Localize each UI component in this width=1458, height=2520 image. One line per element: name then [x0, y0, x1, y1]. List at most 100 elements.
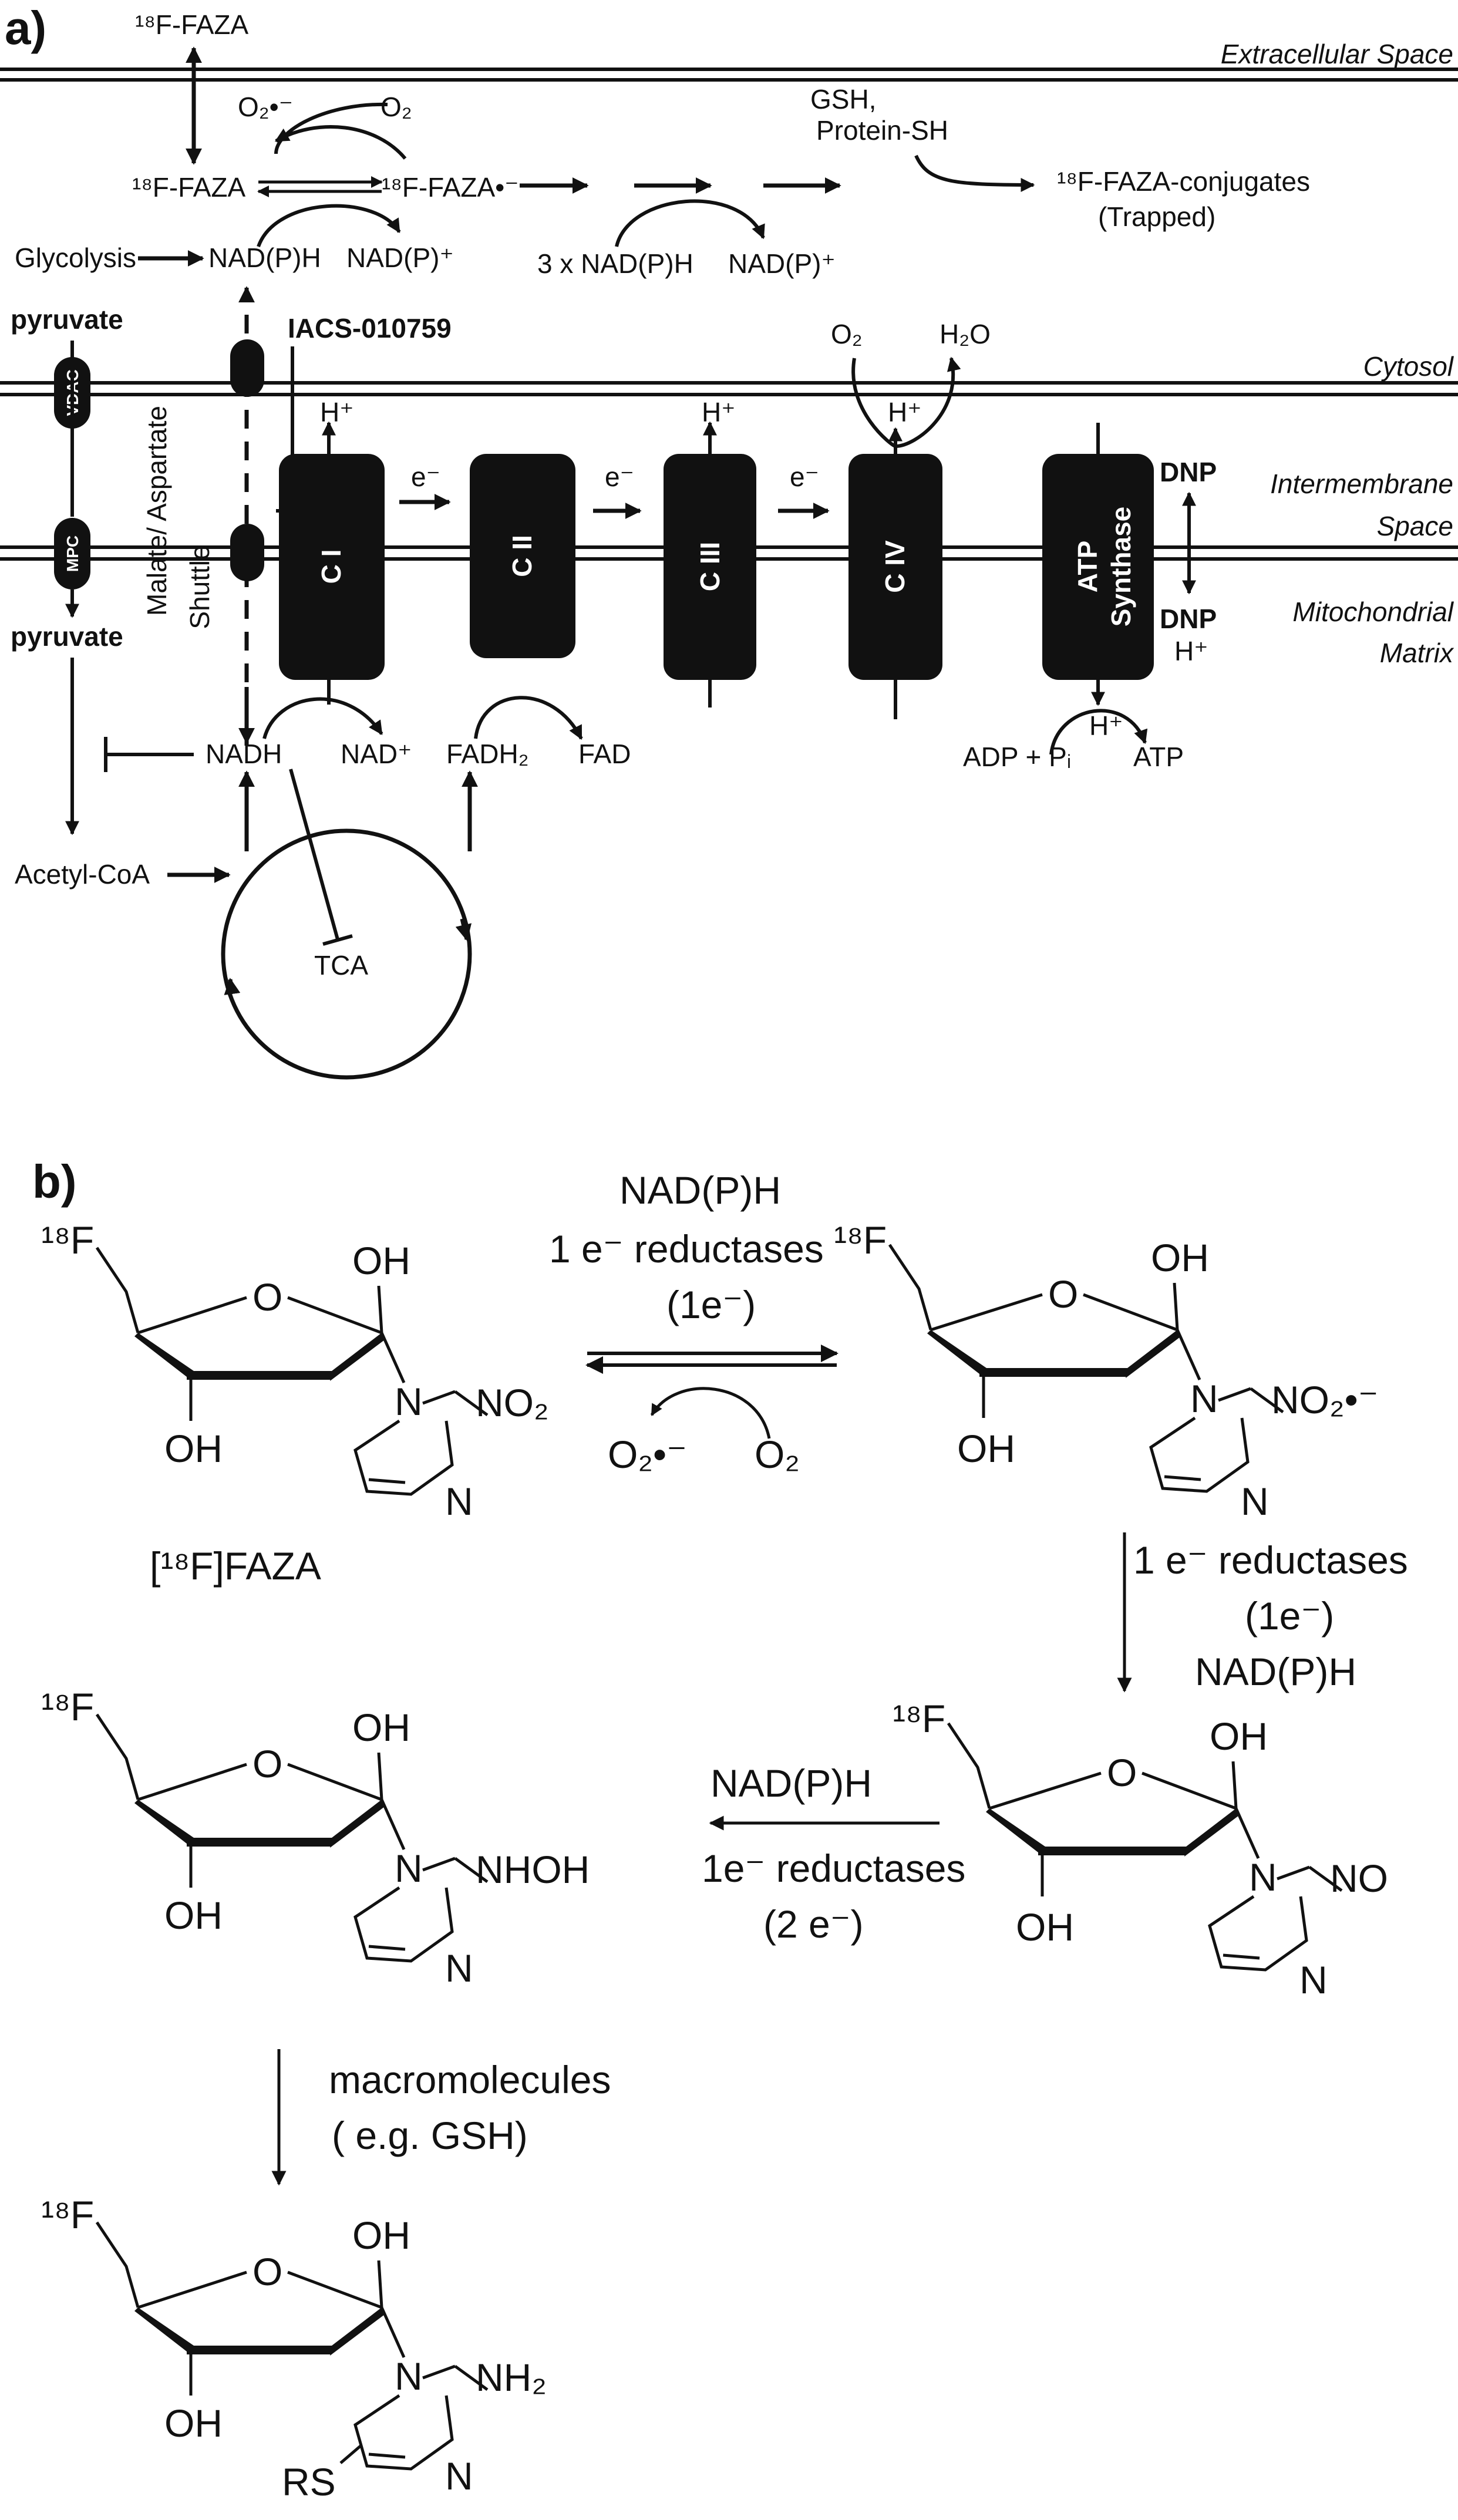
three-nadph-label: 3 x NAD(P)H — [537, 248, 693, 279]
dnp-top-label: DNP — [1160, 457, 1217, 487]
o2-label: O₂ — [831, 319, 863, 349]
atp-synthase-label-1: ATP — [1072, 541, 1103, 593]
nh2-label: NH₂ — [476, 2356, 547, 2399]
inhibitor-label: IACS-010759 — [288, 313, 452, 343]
step4-example: ( e.g. GSH) — [332, 2114, 528, 2157]
faza-molecule: ¹⁸F O OH OH N N NO₂ — [41, 1218, 549, 1523]
no-label: NO — [1330, 1857, 1388, 1900]
label-extracellular-space: Extracellular Space — [1221, 39, 1453, 69]
faza-cytosol: ¹⁸F-FAZA — [132, 172, 245, 203]
atp-synthase: ATP Synthase H⁺ ADP + Pᵢ ATP — [963, 423, 1184, 772]
tca-arrow-left — [224, 978, 241, 995]
oh-label-2: OH — [1016, 1905, 1074, 1949]
step1-superoxide: O₂•⁻ — [608, 1433, 687, 1476]
label-mitochondrial: Mitochondrial — [1292, 597, 1454, 627]
oxygen-label: O₂ — [381, 92, 412, 122]
no2-label: NO₂ — [476, 1381, 549, 1424]
protein-sh-label: Protein-SH — [816, 115, 948, 146]
panel-a-label: a) — [5, 2, 46, 54]
oh-label-1: OH — [352, 1239, 410, 1282]
oxygen-to-superoxide-arrow — [274, 125, 407, 160]
n1-label: N — [395, 1380, 423, 1423]
n1-label: N — [395, 2354, 423, 2398]
complex-i: C I H⁺ — [279, 397, 385, 705]
shuttle-transporter-inner — [230, 524, 264, 581]
step2-electrons: (1e⁻) — [1245, 1594, 1334, 1638]
n3-label: N — [445, 1946, 473, 1990]
shuttle-label-1: Malate/ Aspartate — [142, 406, 172, 616]
f18-label: ¹⁸F — [41, 1218, 94, 1262]
ring-oxygen: O — [252, 1275, 282, 1319]
faza-hydroxylamine-molecule: ¹⁸F O OH OH N N NHOH — [41, 1685, 590, 1990]
nad-plus-label: NAD⁺ — [341, 739, 412, 769]
faza-name-label: [¹⁸F]FAZA — [150, 1544, 321, 1588]
complex-iv: C IV H⁺ O₂ H₂O — [831, 319, 991, 719]
ring-oxygen: O — [1048, 1272, 1078, 1316]
h-plus-ciii: H⁺ — [702, 397, 736, 427]
n3-label: N — [445, 1480, 473, 1523]
step2-enzyme: 1 e⁻ reductases — [1133, 1538, 1408, 1582]
complex-iv-label: C IV — [880, 540, 910, 593]
panel-b-label: b) — [32, 1155, 77, 1208]
n1-label: N — [395, 1847, 423, 1890]
n3-label: N — [1299, 1958, 1328, 2002]
oh-label-2: OH — [164, 1894, 223, 1937]
pyruvate-top-label: pyruvate — [11, 304, 123, 335]
step1-enzyme: 1 e⁻ reductases — [549, 1227, 824, 1271]
dnp-h-plus: H⁺ — [1174, 636, 1208, 666]
nhoh-label: NHOH — [476, 1848, 590, 1891]
rs-label: RS — [282, 2460, 336, 2504]
complex-ii: C II — [470, 454, 575, 658]
label-cytosol: Cytosol — [1363, 351, 1454, 382]
step3-enzyme: 1e⁻ reductases — [702, 1847, 965, 1890]
electron-3: e⁻ — [790, 461, 819, 492]
h-plus-civ: H⁺ — [888, 397, 922, 427]
complex-ii-label: C II — [507, 535, 537, 577]
faza-radical-molecule: ¹⁸F O OH OH N N NO₂•⁻ — [834, 1218, 1379, 1523]
electron-1: e⁻ — [411, 461, 440, 492]
n1-label: N — [1249, 1855, 1277, 1899]
label-space: Space — [1377, 511, 1453, 541]
tca-cycle-circle — [221, 828, 472, 1080]
glycolysis-label: Glycolysis — [15, 242, 136, 273]
n3-label: N — [445, 2454, 473, 2498]
faza-radical: ¹⁸F-FAZA•⁻ — [382, 172, 519, 203]
shuttle-label-2: Shuttle — [184, 545, 215, 629]
ring-oxygen: O — [252, 1742, 282, 1785]
superoxide-label: O₂•⁻ — [238, 92, 293, 122]
fad-label: FAD — [578, 739, 631, 769]
nadph-consumption-arc — [615, 199, 765, 247]
oh-label-2: OH — [164, 2401, 223, 2445]
mpc-label: MPC — [63, 535, 82, 572]
nadp-plus-label-2: NAD(P)⁺ — [728, 248, 836, 279]
oh-label-1: OH — [352, 2214, 410, 2257]
n3-label: N — [1241, 1480, 1269, 1523]
step1-electrons: (1e⁻) — [666, 1283, 756, 1326]
step1-oxygen-arc — [650, 1387, 771, 1439]
tca-label: TCA — [314, 950, 368, 981]
nadh-label: NADH — [206, 739, 282, 769]
complex-iii-label: C III — [695, 542, 725, 591]
panel-a: a) Extracellular Space Cytosol Intermemb… — [0, 2, 1458, 1080]
label-matrix: Matrix — [1380, 638, 1454, 668]
panel-b: b) ¹⁸F O OH OH N N NO₂ [¹⁸F]FAZA NAD( — [32, 1155, 1408, 2504]
step3-electrons: (2 e⁻) — [763, 1902, 864, 1946]
o2-to-h2o-arc — [851, 356, 961, 449]
nadph-to-nadp-arc — [257, 204, 401, 248]
ring-oxygen: O — [1107, 1751, 1137, 1794]
acetyl-coa-label: Acetyl-CoA — [15, 859, 150, 890]
oh-label-2: OH — [164, 1427, 223, 1470]
electron-2: e⁻ — [605, 461, 634, 492]
conjugation-arrow — [914, 154, 1035, 192]
oh-label-1: OH — [1151, 1236, 1209, 1279]
fadh2-oxidation-arc — [474, 696, 583, 740]
gsh-label: GSH, — [810, 84, 876, 114]
faza-conjugate-molecule: ¹⁸F O OH OH N N NH₂ RS — [41, 2193, 547, 2504]
label-intermembrane: Intermembrane — [1270, 469, 1453, 499]
nadp-plus-label: NAD(P)⁺ — [346, 242, 454, 273]
f18-label: ¹⁸F — [834, 1218, 887, 1262]
fadh2-label: FADH₂ — [446, 739, 529, 769]
atp-label: ATP — [1133, 742, 1184, 772]
tca-arrow-right — [455, 918, 472, 941]
tca-inhibition-line — [289, 769, 339, 940]
